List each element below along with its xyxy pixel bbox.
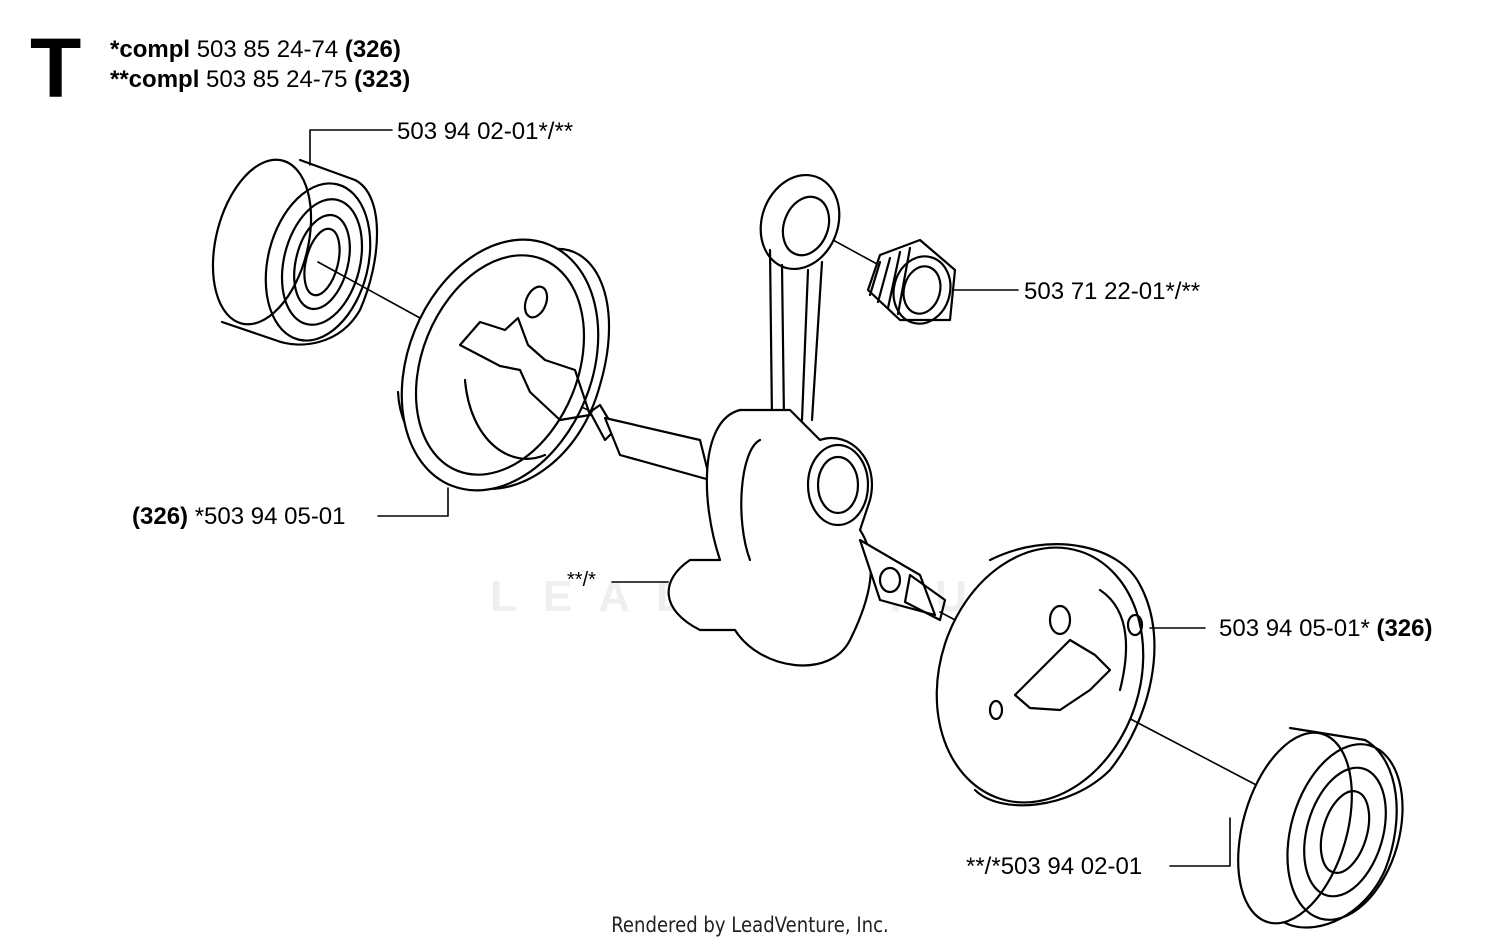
- callout-crankshaft[interactable]: **/*: [567, 566, 596, 594]
- kit-number: 503 85 24-75: [206, 66, 348, 93]
- part-number: 503 94 05-01*: [1219, 615, 1370, 642]
- kit-qty: (323): [354, 66, 411, 93]
- counterweight-left: [396, 238, 611, 492]
- ball-bearing-bottom: [1237, 726, 1404, 929]
- footer-credit: Rendered by LeadVenture, Inc.: [611, 913, 889, 937]
- part-number: **/*: [567, 569, 596, 591]
- callout-needle-bearing[interactable]: 503 71 22-01*/**: [1024, 278, 1200, 306]
- part-qty: (326): [1376, 615, 1433, 642]
- callout-bearing-bottom[interactable]: **/*503 94 02-01: [966, 853, 1142, 881]
- part-number: *503 94 05-01: [194, 503, 346, 530]
- ball-bearing-top: [211, 158, 379, 346]
- kit-number: 503 85 24-74: [196, 36, 339, 63]
- part-number: 503 71 22-01*/**: [1024, 278, 1201, 305]
- kit-line-1: *compl 503 85 24-74 (326): [110, 36, 401, 64]
- kit-line-2: **compl 503 85 24-75 (323): [110, 66, 410, 94]
- counterweight-right: [935, 543, 1156, 807]
- section-letter: T: [30, 21, 82, 115]
- part-number: 503 94 02-01*/**: [397, 118, 574, 145]
- kit-prefix: *compl: [110, 36, 191, 63]
- callout-left-counterweight[interactable]: (326) *503 94 05-01: [132, 503, 346, 531]
- crankshaft: [588, 403, 947, 667]
- callout-bearing-top[interactable]: 503 94 02-01*/**: [397, 118, 573, 146]
- needle-bearing: [866, 238, 957, 325]
- part-qty: (326): [132, 503, 189, 530]
- callout-right-counterweight[interactable]: 503 94 05-01* (326): [1219, 615, 1433, 643]
- kit-qty: (326): [344, 36, 401, 63]
- part-number: **/*503 94 02-01: [966, 853, 1143, 880]
- kit-prefix: **compl: [110, 66, 200, 93]
- connecting-rod: [759, 173, 841, 422]
